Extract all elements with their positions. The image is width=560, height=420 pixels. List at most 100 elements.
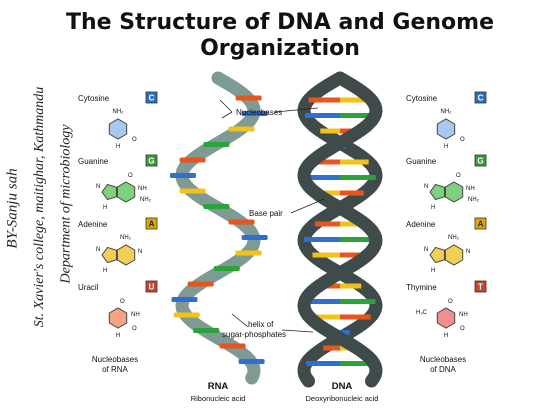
h-atom-label: H	[103, 205, 107, 211]
helix-pointer-line	[281, 329, 314, 333]
rna-adenine-ring-shape	[116, 244, 136, 266]
n-atom-label: N	[96, 184, 100, 190]
nucleobases-pointer-line	[219, 99, 233, 113]
rna-label: RNA	[208, 381, 229, 392]
dna-guanine-label: Guanine	[406, 157, 437, 166]
rna-adenine-ring-shape-2	[101, 246, 117, 264]
rna-uracil-letter: U	[149, 283, 155, 292]
nh-atom-label: NH	[466, 186, 475, 192]
dna-base-pair-half	[304, 175, 340, 180]
rna-base-17	[219, 343, 246, 349]
rna-base-9	[228, 219, 255, 225]
rna-sublabel: Ribonucleic acid	[191, 394, 246, 403]
helix-pointer-line	[231, 313, 249, 328]
o-atom-label: O	[132, 137, 137, 143]
dna-thymine-letter-badge	[474, 280, 487, 293]
rna-base-8	[203, 204, 230, 209]
rna-uracil-letter-badge	[145, 280, 158, 293]
n-atom-label: N	[466, 249, 470, 255]
h-atom-label: H	[431, 205, 435, 211]
nh2-atom-label: NH₂	[468, 197, 480, 203]
h-atom-label: H	[103, 268, 107, 274]
dna-base-pair-half	[312, 252, 340, 258]
rna-base-5	[179, 157, 206, 163]
dna-cytosine-label: Cytosine	[406, 94, 438, 103]
rna-adenine-letter-badge	[145, 217, 158, 230]
rna-uracil-label: Uracil	[78, 283, 99, 292]
o-atom-label: O	[132, 326, 137, 332]
rna-cytosine-letter: C	[149, 94, 155, 103]
rna-guanine-label: Guanine	[78, 157, 109, 166]
dna-base-pair-half	[311, 159, 340, 165]
n-atom-label: N	[424, 247, 428, 253]
nh-atom-label: NH	[131, 312, 140, 318]
helix-annotation-line-1: helix of	[248, 320, 274, 329]
dna-adenine-ring-shape-2	[429, 246, 445, 264]
rna-adenine-label: Adenine	[78, 220, 108, 229]
dna-base-pair-half	[309, 314, 340, 320]
rna-cytosine-letter-badge	[145, 91, 158, 104]
rna-base-2	[241, 111, 268, 116]
dna-base-pair-half	[314, 221, 340, 227]
rna-base-7	[179, 188, 206, 194]
dna-backbone-strand-front	[297, 71, 383, 388]
dna-cytosine-ring-shape	[436, 118, 456, 140]
h3c-atom-label: H₃C	[416, 310, 428, 316]
rna-base-1	[235, 95, 262, 101]
nh2-atom-label: NH₂	[441, 109, 453, 115]
dna-base-pair-half	[323, 345, 340, 351]
title-line-2: Organization	[200, 36, 360, 61]
title-line-1: The Structure of DNA and Genome	[66, 10, 494, 35]
nucleobases-pointer-line	[221, 111, 233, 119]
base-pair-pointer-line	[290, 198, 325, 214]
dna-base-pair-half	[340, 97, 372, 103]
dna-helix	[297, 71, 383, 388]
rna-guanine-ring-shape	[116, 181, 136, 203]
rna-caption-line-1: Nucleobases	[92, 355, 138, 364]
dna-base-pair-half	[316, 190, 340, 196]
o-atom-label: O	[460, 137, 465, 143]
rna-base-11	[235, 250, 262, 256]
dna-guanine-ring-shape	[444, 181, 464, 203]
dna-thymine-letter: T	[478, 283, 483, 292]
helix-annotation-line-2: sugar-phosphates	[222, 330, 286, 339]
dna-base-pair-half	[340, 299, 376, 304]
rna-helix	[170, 71, 268, 385]
nucleobases-pointer-line	[274, 107, 319, 113]
dna-label: DNA	[332, 381, 353, 392]
dna-caption-line-2: of DNA	[430, 365, 456, 374]
n-atom-label: N	[424, 184, 428, 190]
dna-base-pair-half	[305, 113, 340, 118]
rna-base-15	[173, 312, 200, 318]
nh-atom-label: NH	[459, 312, 468, 318]
rna-base-13	[187, 281, 214, 287]
dna-base-pair-half	[304, 299, 340, 304]
nucleobases-annotation: Nucleobases	[236, 108, 282, 117]
rna-guanine-letter-badge	[145, 154, 158, 167]
rna-base-3	[228, 126, 255, 132]
rna-base-10	[241, 235, 268, 240]
rna-cytosine-ring-shape	[108, 118, 128, 140]
dna-guanine-letter: G	[477, 157, 483, 166]
dna-thymine-label: Thymine	[406, 283, 437, 292]
o-atom-label: O	[460, 326, 465, 332]
dna-guanine-ring-shape-2	[429, 183, 445, 201]
rna-base-12	[213, 266, 240, 271]
dna-base-pair-half	[340, 175, 376, 180]
dna-base-pair-half	[340, 283, 362, 289]
rna-base-6	[170, 173, 196, 178]
dna-base-pair-half	[340, 113, 375, 118]
dna-thymine-ring-shape	[436, 307, 456, 329]
dna-base-pair-half	[308, 97, 340, 103]
n-atom-label: N	[138, 249, 142, 255]
dna-base-pair-half	[340, 190, 364, 196]
